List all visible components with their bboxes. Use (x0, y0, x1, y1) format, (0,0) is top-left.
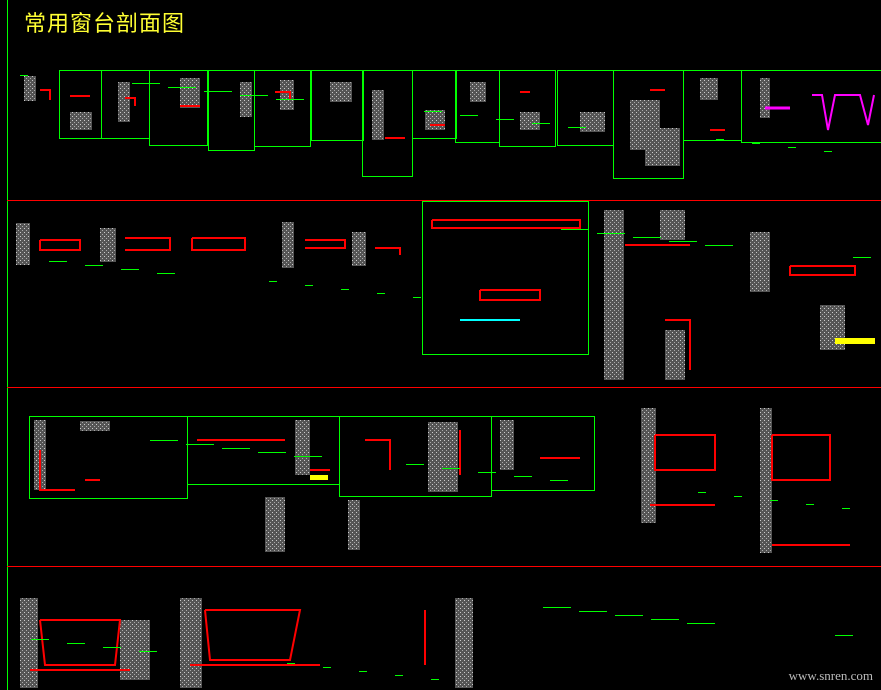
wall-hatch (240, 82, 252, 117)
wall-hatch (80, 421, 110, 431)
section-line (125, 97, 136, 106)
wall-hatch (520, 112, 540, 130)
wall-hatch (665, 330, 685, 380)
wall-hatch (180, 78, 200, 108)
wall-hatch (282, 222, 294, 268)
section-line (365, 439, 391, 470)
section-line (771, 434, 831, 481)
wall-hatch (295, 420, 310, 475)
wall-hatch (265, 497, 285, 552)
yellow-sill (835, 338, 875, 344)
wall-hatch (500, 420, 514, 470)
wall-hatch (372, 90, 384, 140)
detail-frame (149, 70, 208, 146)
section-line (654, 434, 716, 471)
drawing-title: 常用窗台剖面图 (24, 12, 186, 37)
wall-hatch (16, 223, 30, 265)
detail-frame (499, 70, 556, 147)
detail-frame (339, 416, 492, 497)
section-line (375, 247, 401, 255)
detail-frame (741, 70, 881, 143)
section-line (789, 265, 856, 276)
wall-hatch (750, 232, 770, 292)
wall-hatch (425, 110, 445, 130)
detail-frame (491, 416, 595, 491)
wall-hatch (70, 112, 92, 130)
section-line (275, 91, 291, 100)
section-line (204, 609, 302, 661)
section-line (305, 239, 346, 249)
wall-hatch (760, 78, 770, 118)
detail-frame (362, 70, 413, 177)
section-line (431, 219, 581, 229)
wall-hatch (470, 82, 486, 102)
wall-hatch (580, 112, 605, 132)
detail-frame (187, 416, 340, 485)
magenta-profile (812, 94, 875, 131)
wall-hatch (348, 500, 360, 550)
wall-hatch (24, 76, 36, 101)
section-line (39, 619, 122, 666)
wall-hatch (280, 80, 294, 110)
wall-hatch (645, 128, 680, 166)
detail-frame (557, 70, 614, 146)
detail-frame (311, 70, 364, 141)
detail-frame (254, 70, 311, 147)
wall-hatch (455, 598, 473, 688)
section-line (40, 89, 51, 100)
wall-hatch (428, 422, 458, 492)
watermark: www.snren.com (788, 668, 873, 683)
wall-hatch (330, 82, 352, 102)
yellow-sill (310, 475, 328, 480)
wall-hatch (180, 598, 202, 688)
wall-hatch (660, 210, 685, 240)
section-line (39, 239, 81, 251)
section-line (191, 237, 246, 251)
wall-hatch (641, 408, 656, 523)
section-line (479, 289, 541, 301)
wall-hatch (118, 82, 130, 122)
wall-hatch (700, 78, 718, 100)
wall-hatch (100, 228, 116, 262)
section-line (39, 450, 75, 491)
detail-frame (422, 201, 589, 355)
wall-hatch (604, 210, 624, 380)
wall-hatch (20, 598, 38, 688)
section-line (665, 319, 691, 370)
wall-hatch (760, 408, 772, 553)
detail-frame (455, 70, 500, 143)
detail-frame (412, 70, 457, 139)
section-line (125, 237, 171, 251)
wall-hatch (352, 232, 366, 266)
